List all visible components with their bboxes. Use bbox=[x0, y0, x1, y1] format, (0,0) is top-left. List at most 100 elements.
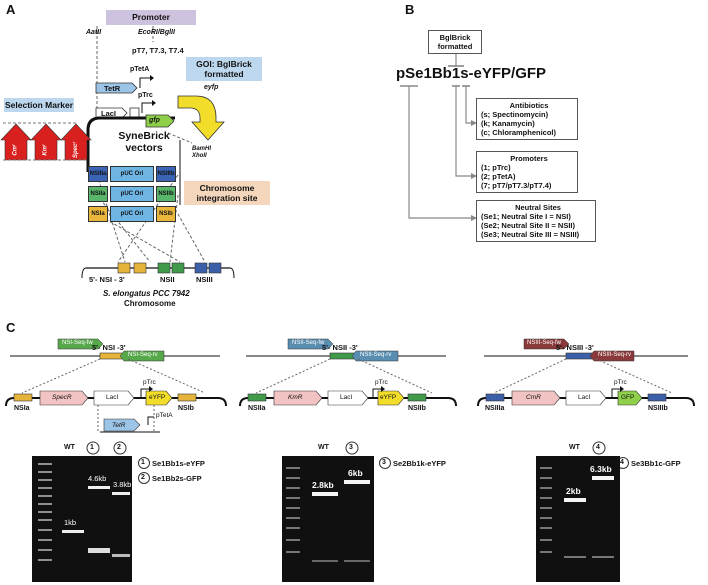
panel-label-c: C bbox=[6, 320, 16, 335]
c3-rv-primer: NSIII-Seq-rv bbox=[598, 352, 632, 358]
c2-rv-primer: NSII-Seq-rv bbox=[360, 352, 392, 358]
gel2-bands bbox=[286, 467, 370, 562]
c1-gene: eYFP bbox=[149, 394, 166, 401]
gel3-band-63kb: 6.3kb bbox=[590, 464, 612, 474]
c3-gene: GFP bbox=[621, 394, 635, 401]
legend-4-text: Se3Bb1c-GFP bbox=[631, 459, 681, 468]
c2-left-arm: NSIIa bbox=[248, 405, 266, 412]
promoter-7: (7; pT7/pT7.3/pT7.4) bbox=[481, 181, 552, 190]
eyfp-label: eyfp bbox=[204, 84, 219, 91]
promoters-title: Promoters bbox=[510, 154, 548, 163]
gel3-bands bbox=[540, 467, 614, 558]
neutral-sites-box: Neutral Sites (Se1; Neutral Site I = NSI… bbox=[476, 200, 596, 242]
block-nsiiia: NSIIIa bbox=[88, 166, 108, 182]
gel-3: 2kb 6.3kb bbox=[536, 456, 620, 582]
legend-1-text: Se1Bb1s-eYFP bbox=[152, 459, 205, 468]
c1-marker: SpecR bbox=[52, 394, 72, 401]
gel1-wt-label: WT bbox=[64, 444, 75, 451]
neutral-site-se3: (Se3; Neutral Site III = NSIII) bbox=[481, 230, 580, 239]
gel1-band-46kb: 4.6kb bbox=[88, 474, 107, 483]
selection-marker-title: Selection Marker bbox=[4, 98, 74, 112]
organism-label: S. elongatus PCC 7942 bbox=[103, 289, 190, 298]
chrom-nsi-label: 5'- NSI - 3' bbox=[89, 275, 125, 284]
legend-1-num: 1 bbox=[141, 459, 145, 466]
chromosome-label: Chromosome bbox=[124, 299, 176, 308]
antibiotics-box: Antibiotics (s; Spectinomycin) (k; Kanam… bbox=[476, 98, 578, 140]
c1-tetr: TetR bbox=[112, 422, 126, 429]
c2-right-arm: NSIIb bbox=[408, 405, 426, 412]
block-nsib: NSIb bbox=[156, 206, 176, 222]
block-nsia: NSIa bbox=[88, 206, 108, 222]
c3-right-arm: NSIIIb bbox=[648, 405, 668, 412]
chromosome-integration-title: Chromosome integration site bbox=[184, 181, 270, 205]
ptetA-label: pTetA bbox=[130, 66, 150, 73]
goi-title: GOI: BglBrick formatted bbox=[186, 57, 262, 81]
neutral-site-se1: (Se1; Neutral Site I = NSI) bbox=[481, 212, 571, 221]
synebrick-title: SyneBrick vectors bbox=[118, 130, 170, 154]
promoter-2: (2; pTetA) bbox=[481, 172, 516, 181]
legend-4-num: 4 bbox=[620, 459, 624, 466]
neutral-site-se2: (Se2; Neutral Site II = NSII) bbox=[481, 221, 575, 230]
legend-3-num: 3 bbox=[382, 459, 386, 466]
chrom-nsii-label: NSII bbox=[160, 275, 175, 284]
pt7-label: pT7, T7.3, T7.4 bbox=[132, 46, 184, 55]
legend-2-text: Se1Bb2s-GFP bbox=[152, 474, 202, 483]
chrom-nsiii-label: NSIII bbox=[196, 275, 213, 284]
laci-label: LacI bbox=[101, 109, 117, 118]
promoter-title: Promoter bbox=[106, 10, 196, 25]
c1-rv-primer: NSI-Seq-rv bbox=[128, 352, 158, 358]
antibiotics-title: Antibiotics bbox=[509, 101, 549, 110]
gel3-lane4-label: 4 bbox=[596, 444, 600, 451]
gel-1: 1kb 4.6kb 3.8kb bbox=[32, 456, 132, 582]
antibiotics-s: (s; Spectinomycin) bbox=[481, 110, 549, 119]
c2-laci: LacI bbox=[340, 394, 353, 401]
c1-locus-label: 5'- NSI -3' bbox=[92, 343, 126, 352]
c1-laci: LacI bbox=[106, 394, 119, 401]
aatii-label: AatII bbox=[86, 29, 102, 36]
legend-2-num: 2 bbox=[141, 474, 145, 481]
antibiotics-c: (c; Chloramphenicol) bbox=[481, 128, 557, 137]
c2-marker: KmR bbox=[288, 394, 303, 401]
panel-label-b: B bbox=[405, 2, 415, 17]
promoters-box: Promoters (1; pTrc) (2; pTetA) (7; pT7/p… bbox=[476, 151, 578, 193]
gel1-band-38kb: 3.8kb bbox=[113, 480, 132, 489]
gel2-band-28kb: 2.8kb bbox=[312, 480, 334, 490]
panel-label-a: A bbox=[6, 2, 16, 17]
block-puc-ori: pUC Ori bbox=[110, 186, 154, 202]
gel2-wt-label: WT bbox=[318, 444, 329, 451]
ptrc-label: pTrc bbox=[138, 92, 153, 99]
c2-fw-primer: NSII-Seq-fw bbox=[292, 340, 325, 346]
neutral-sites-title: Neutral Sites bbox=[515, 203, 561, 212]
gel-2: 2.8kb 6kb bbox=[282, 456, 374, 582]
block-puc-ori: pUC Ori bbox=[110, 166, 154, 182]
block-nsiiib: NSIIIb bbox=[156, 166, 176, 182]
gel1-bands bbox=[38, 463, 130, 561]
tetR-label: TetR bbox=[104, 84, 121, 93]
c3-marker: CmR bbox=[526, 394, 541, 401]
c1-ptrc: pTrc bbox=[143, 379, 156, 386]
c1-fw-primer: NSI-Seq-fw bbox=[62, 340, 93, 346]
c1-ptetA: pTetA bbox=[156, 412, 173, 419]
gel2-band-6kb: 6kb bbox=[348, 468, 363, 478]
bglbrick-box: BglBrick formatted bbox=[428, 30, 482, 54]
gel3-wt-label: WT bbox=[569, 444, 580, 451]
gel1-lane2-label: 2 bbox=[117, 444, 121, 451]
gfp-label: gfp bbox=[149, 117, 160, 124]
c2-ptrc: pTrc bbox=[375, 379, 388, 386]
block-nsiia: NSIIa bbox=[88, 186, 108, 202]
plasmid-name: pSe1Bb1s-eYFP/GFP bbox=[396, 65, 547, 82]
gel1-lane1-label: 1 bbox=[90, 444, 94, 451]
gel3-band-2kb: 2kb bbox=[566, 486, 581, 496]
ecori-bglii-label: EcoRI/BglII bbox=[138, 29, 175, 36]
c3-locus-label: 5'- NSIII -3' bbox=[556, 343, 594, 352]
c3-left-arm: NSIIIa bbox=[485, 405, 505, 412]
bamhi-xhoii-label: BamHI XhoII bbox=[192, 146, 212, 159]
antibiotics-k: (k; Kanamycin) bbox=[481, 119, 535, 128]
promoter-1: (1; pTrc) bbox=[481, 163, 511, 172]
c1-left-arm: NSIa bbox=[14, 405, 30, 412]
block-puc-ori: pUC Ori bbox=[110, 206, 154, 222]
c3-laci: LacI bbox=[578, 394, 591, 401]
c2-gene: eYFP bbox=[380, 394, 397, 401]
